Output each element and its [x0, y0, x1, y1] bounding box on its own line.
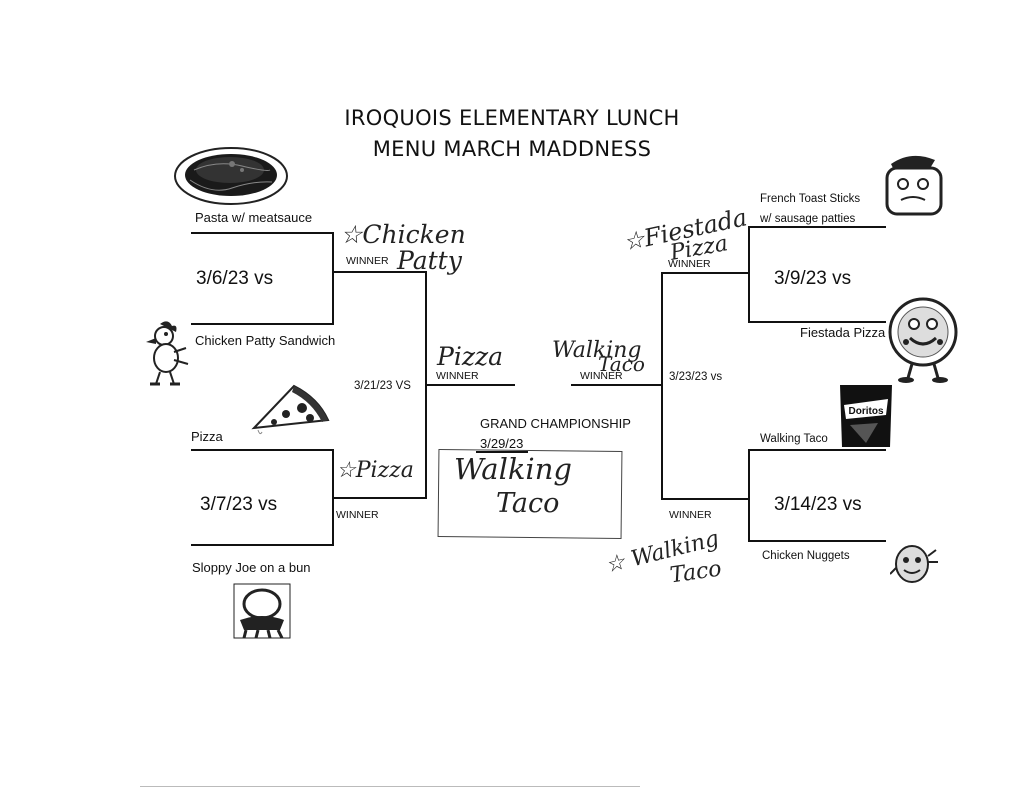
bracket-line — [191, 449, 334, 451]
bracket-line — [748, 321, 886, 323]
matchup-2-top-item: Pizza — [191, 429, 223, 444]
matchup-3-date: 3/9/23 vs — [774, 268, 852, 289]
matchup-3-top-item-2: w/ sausage patties — [760, 213, 856, 225]
bracket-line — [661, 498, 749, 500]
matchup-2-bottom-item: Sloppy Joe on a bun — [192, 560, 311, 575]
bracket-line — [571, 384, 663, 386]
semifinal-left-winner-label: WINNER — [436, 370, 479, 382]
matchup-2-winner-label: WINNER — [336, 509, 379, 521]
bracket-line — [332, 449, 334, 546]
page-title-line2: MENU MARCH MADDNESS — [372, 137, 652, 161]
bracket-line — [191, 232, 334, 234]
bracket-line — [191, 544, 334, 546]
bracket-line — [748, 226, 750, 323]
chicken-nugget-character-icon — [890, 545, 938, 583]
bracket-line — [334, 271, 427, 273]
doritos-bag-icon: Doritos — [840, 385, 892, 447]
bracket-line — [748, 449, 750, 542]
page-title-line1: IROQUOIS ELEMENTARY LUNCH — [344, 106, 680, 130]
matchup-2-winner-handwritten: ☆Pizza — [336, 458, 414, 483]
svg-text:Doritos: Doritos — [849, 406, 884, 417]
bracket-line — [191, 323, 334, 325]
matchup-4-top-item: Walking Taco — [760, 433, 828, 445]
chicken-character-icon — [146, 321, 189, 386]
matchup-1-winner-handwritten: ☆Chicken — [340, 220, 466, 249]
championship-date: 3/29/23 — [480, 436, 524, 451]
matchup-4-bottom-item: Chicken Nuggets — [762, 550, 850, 562]
matchup-1-winner-handwritten-2: Patty — [397, 246, 462, 275]
pizza-slice-icon — [251, 384, 330, 435]
matchup-4-winner-label: WINNER — [669, 509, 712, 521]
matchup-3-bottom-item: Fiestada Pizza — [800, 325, 886, 340]
bracket-line — [748, 226, 886, 228]
bracket-line — [661, 272, 749, 274]
scan-edge-line — [140, 786, 640, 787]
bracket-line — [661, 272, 663, 500]
fiestada-pizza-character-icon — [888, 297, 958, 383]
bracket-line — [748, 540, 886, 542]
matchup-2-date: 3/7/23 vs — [200, 494, 278, 515]
sloppy-joe-icon — [233, 583, 291, 639]
bracket-line — [334, 497, 427, 499]
semifinal-right-winner-handwritten-2: Taco — [598, 352, 645, 376]
semifinal-right-winner-handwritten-1: Walking — [552, 338, 642, 363]
semifinal-left-winner-handwritten: Pizza — [437, 342, 504, 371]
matchup-1-winner-label: WINNER — [346, 255, 389, 267]
championship-label: GRAND CHAMPIONSHIP — [480, 416, 631, 431]
matchup-3-winner-label: WINNER — [668, 258, 711, 270]
bracket-line — [425, 271, 427, 499]
matchup-3-top-item-1: French Toast Sticks — [760, 193, 861, 205]
semifinal-right-date: 3/23/23 vs — [669, 371, 723, 383]
bracket-line — [748, 449, 886, 451]
french-toast-character-icon — [885, 155, 943, 216]
champion-handwritten-1: Walking — [454, 452, 572, 486]
matchup-1-bottom-item: Chicken Patty Sandwich — [195, 333, 336, 348]
bracket-line — [332, 232, 334, 325]
matchup-1-date: 3/6/23 vs — [196, 268, 274, 289]
semifinal-right-winner-label: WINNER — [580, 370, 623, 382]
matchup-1-top-item: Pasta w/ meatsauce — [195, 210, 313, 225]
champion-handwritten-2: Taco — [496, 488, 560, 519]
bracket-line — [427, 384, 515, 386]
semifinal-left-date: 3/21/23 VS — [354, 380, 411, 392]
spaghetti-plate-icon — [174, 147, 288, 205]
matchup-4-date: 3/14/23 vs — [774, 494, 862, 515]
bracket-line — [476, 451, 528, 453]
